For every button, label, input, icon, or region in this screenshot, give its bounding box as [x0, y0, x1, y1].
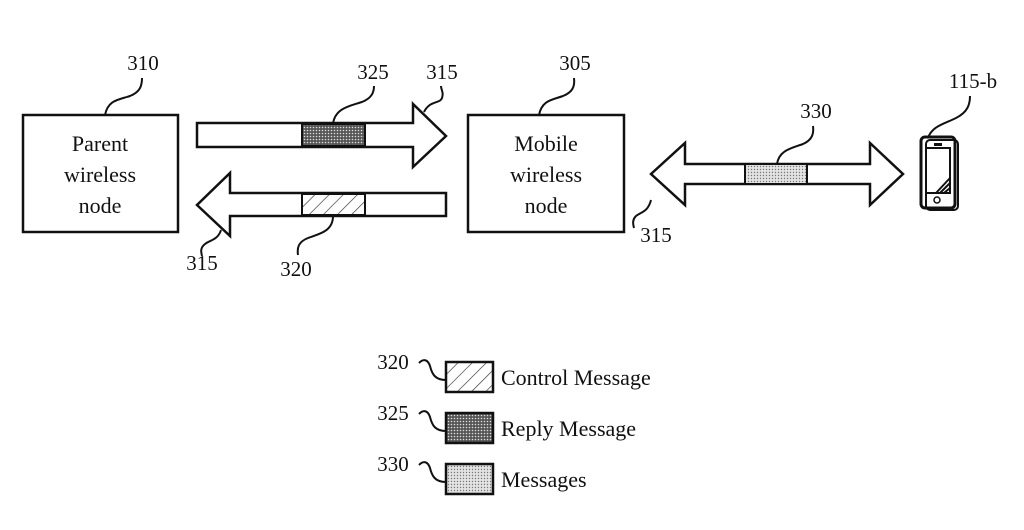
legend-ref: 320: [377, 350, 409, 374]
uplink-arrow: [195, 170, 448, 239]
parent-node-line-2: wireless: [64, 162, 136, 187]
parent-node-line-3: node: [79, 193, 122, 218]
access-arrow-leader: [632, 199, 652, 229]
control-message-leader: [296, 215, 334, 256]
messages-block: [744, 163, 808, 185]
legend-leader: [418, 410, 447, 432]
parent-node-leader: [104, 77, 143, 116]
legend-label: Messages: [501, 467, 587, 492]
legend-swatch-hatch: [444, 360, 495, 394]
parent-node-ref: 310: [127, 51, 159, 75]
reply-message-ref: 325: [357, 60, 389, 84]
legend-label: Reply Message: [501, 416, 636, 441]
reply-message-block: [301, 123, 366, 147]
legend-label: Control Message: [501, 365, 651, 390]
control-message-ref: 320: [280, 257, 312, 281]
uplink-arrow-ref: 315: [186, 251, 218, 275]
ue-ref: 115-b: [949, 69, 997, 93]
mobile-node-line-2: wireless: [510, 162, 582, 187]
downlink-arrow: [195, 101, 448, 170]
mobile-node-ref: 305: [559, 51, 591, 75]
legend-item-reply-message: 325 Reply Message: [377, 401, 636, 445]
parent-wireless-node: Parent wireless node: [21, 113, 180, 234]
mobile-node-leader: [538, 77, 576, 116]
legend-ref: 325: [377, 401, 409, 425]
legend-leader: [418, 359, 447, 381]
downlink-arrow-leader: [423, 85, 444, 113]
legend-swatch-dense-dots: [444, 411, 495, 445]
parent-node-line-1: Parent: [72, 131, 128, 156]
control-message-block: [301, 193, 366, 216]
legend-item-control-message: 320 Control Message: [377, 350, 651, 394]
legend-item-messages: 330 Messages: [377, 452, 587, 496]
uplink-arrow-leader: [200, 229, 222, 257]
mobile-node-line-1: Mobile: [514, 131, 578, 156]
ue-leader: [927, 95, 971, 139]
legend-swatch-light-dots: [444, 462, 495, 496]
legend-ref: 330: [377, 452, 409, 476]
legend-leader: [418, 461, 447, 483]
mobile-wireless-node: Mobile wireless node: [466, 113, 626, 234]
access-link-arrow: [649, 140, 905, 208]
legend: 320 Control Message 325 Reply Message 33…: [377, 350, 651, 496]
downlink-arrow-ref: 315: [426, 60, 458, 84]
access-arrow-ref: 315: [640, 223, 672, 247]
reply-message-leader: [332, 85, 375, 125]
messages-leader: [776, 125, 815, 165]
smartphone-icon: [919, 135, 959, 211]
mobile-node-line-3: node: [525, 193, 568, 218]
messages-ref: 330: [800, 99, 832, 123]
